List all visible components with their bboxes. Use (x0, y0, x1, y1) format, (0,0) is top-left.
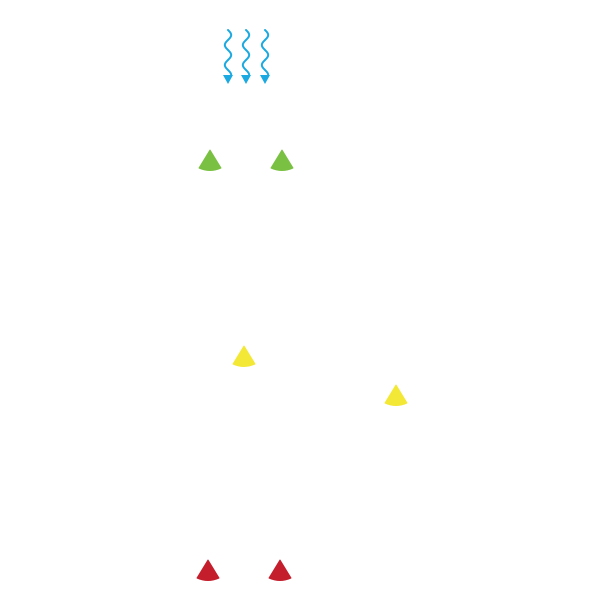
marker-red-1-icon (196, 559, 220, 581)
wavy-down-arrow-icon (223, 29, 233, 84)
marker-group (196, 149, 408, 581)
marker-green-1-icon (198, 149, 222, 171)
marker-yellow-2-icon (384, 384, 408, 406)
marker-red-2-icon (268, 559, 292, 581)
wavy-arrow-group (223, 29, 270, 84)
marker-green-2-icon (270, 149, 294, 171)
marker-yellow-1-icon (232, 345, 256, 367)
wavy-down-arrow-icon (241, 29, 251, 84)
wavy-down-arrow-icon (260, 29, 270, 84)
